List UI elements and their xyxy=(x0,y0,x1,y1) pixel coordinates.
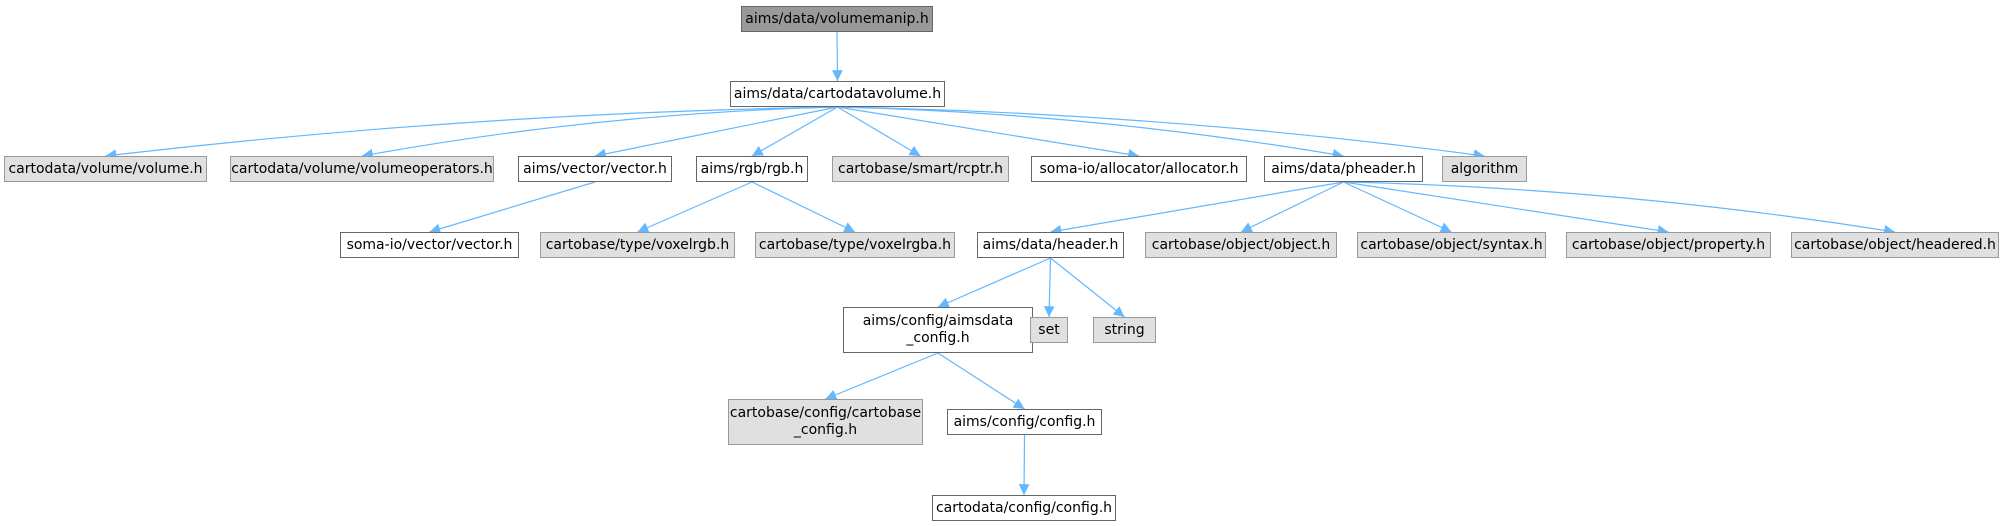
node-somaio-vector[interactable]: soma-io/vector/vector.h xyxy=(340,232,519,258)
node-aims-vector[interactable]: aims/vector/vector.h xyxy=(518,156,672,182)
edge-cartodatavolume-to-pheader xyxy=(837,106,1344,160)
edge-cartodatavolume-to-cd-volume xyxy=(105,106,838,161)
edge-header-to-string xyxy=(1050,257,1125,318)
node-allocator[interactable]: soma-io/allocator/allocator.h xyxy=(1031,156,1247,182)
node-voxelrgba[interactable]: cartobase/type/voxelrgba.h xyxy=(755,232,955,258)
edge-cartodatavolume-to-algorithm xyxy=(837,106,1485,160)
node-voxelrgb[interactable]: cartobase/type/voxelrgb.h xyxy=(540,232,735,258)
edge-cartodatavolume-to-aims-rgb xyxy=(751,106,838,157)
node-object[interactable]: cartobase/object/object.h xyxy=(1145,232,1337,258)
edge-volumemanip-to-cartodatavolume xyxy=(831,31,843,82)
node-cd-volume[interactable]: cartodata/volume/volume.h xyxy=(4,156,207,182)
node-algorithm[interactable]: algorithm xyxy=(1442,156,1527,182)
edge-header-to-aimsdata-config xyxy=(937,257,1051,308)
node-pheader[interactable]: aims/data/pheader.h xyxy=(1264,156,1423,182)
edge-cartodatavolume-to-cd-volumeoperators xyxy=(361,106,838,160)
edge-aims-config-to-cartodata-config xyxy=(1018,434,1030,496)
edge-pheader-to-property xyxy=(1343,181,1669,236)
edge-aimsdata-config-to-aims-config xyxy=(937,352,1025,410)
edge-aims-vector-to-somaio-vector xyxy=(429,181,596,235)
edge-pheader-to-object xyxy=(1240,181,1344,233)
edge-pheader-to-header xyxy=(1050,181,1344,236)
node-cartobase-config[interactable]: cartobase/config/cartobase _config.h xyxy=(728,399,923,445)
edge-aims-rgb-to-voxelrgb xyxy=(637,181,753,233)
node-aims-config[interactable]: aims/config/config.h xyxy=(947,409,1102,435)
node-cd-volumeoperators[interactable]: cartodata/volume/volumeoperators.h xyxy=(230,156,494,182)
node-headered[interactable]: cartobase/object/headered.h xyxy=(1791,232,1999,258)
edge-cartodatavolume-to-allocator xyxy=(837,106,1140,160)
edge-pheader-to-headered xyxy=(1343,181,1896,236)
node-aimsdata-config[interactable]: aims/config/aimsdata _config.h xyxy=(843,307,1033,353)
node-cartodata-config[interactable]: cartodata/config/config.h xyxy=(932,495,1116,521)
node-set[interactable]: set xyxy=(1030,317,1068,343)
node-cartodatavolume[interactable]: aims/data/cartodatavolume.h xyxy=(730,81,945,107)
node-aims-rgb[interactable]: aims/rgb/rgb.h xyxy=(696,156,808,182)
edge-aims-rgb-to-voxelrgba xyxy=(751,181,856,233)
edge-cartodatavolume-to-aims-vector xyxy=(594,106,838,160)
edge-pheader-to-syntax xyxy=(1343,181,1452,233)
node-property[interactable]: cartobase/object/property.h xyxy=(1566,232,1771,258)
node-syntax[interactable]: cartobase/object/syntax.h xyxy=(1357,232,1546,258)
edge-header-to-set xyxy=(1043,257,1055,318)
node-header[interactable]: aims/data/header.h xyxy=(977,232,1124,258)
node-rcptr[interactable]: cartobase/smart/rcptr.h xyxy=(832,156,1009,182)
edge-cartodatavolume-to-rcptr xyxy=(837,106,921,157)
edge-aimsdata-config-to-cartobase-config xyxy=(825,352,939,400)
node-volumemanip[interactable]: aims/data/volumemanip.h xyxy=(741,6,933,32)
node-string[interactable]: string xyxy=(1093,317,1156,343)
